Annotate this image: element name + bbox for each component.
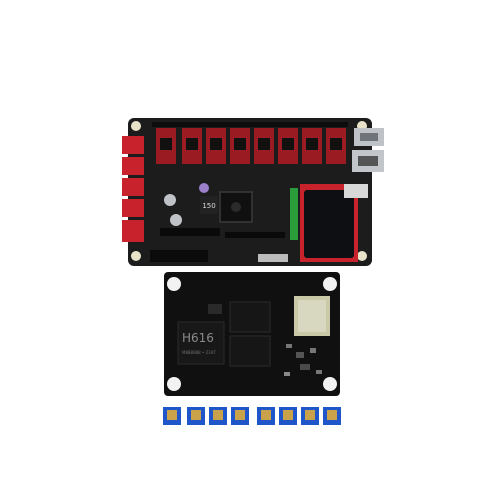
- mounting-hole: [323, 277, 337, 291]
- inductor: [200, 196, 218, 214]
- stepper-driver: [301, 407, 319, 425]
- mounting-hole: [167, 277, 181, 291]
- inductor-label: 150: [202, 202, 215, 210]
- mounting-hole: [131, 121, 141, 131]
- ram-chip: [229, 335, 271, 367]
- mounting-hole: [357, 251, 367, 261]
- stepper-driver: [163, 407, 181, 425]
- stepper-driver: [209, 407, 227, 425]
- driver-slots: [152, 122, 348, 164]
- soc-chip: [177, 321, 225, 365]
- stepper-drivers: [163, 407, 341, 425]
- mainboard: 150: [122, 118, 384, 266]
- mounting-hole: [131, 251, 141, 261]
- mounting-hole: [167, 377, 181, 391]
- left-connectors: [122, 136, 144, 242]
- stepper-driver: [279, 407, 297, 425]
- capacitor: [199, 183, 209, 193]
- capacitor: [170, 214, 182, 226]
- terminal-block: [290, 188, 298, 240]
- stepper-driver: [323, 407, 341, 425]
- cpu-board: H616 M888888 • 2347: [164, 272, 340, 396]
- lcd-screen: [304, 190, 354, 258]
- capacitor: [164, 194, 176, 206]
- stepper-driver: [231, 407, 249, 425]
- mcu-chip: [219, 191, 253, 223]
- stepper-driver: [187, 407, 205, 425]
- mounting-hole: [323, 377, 337, 391]
- soc-label: H616: [182, 331, 214, 345]
- stepper-driver: [257, 407, 275, 425]
- soc-sublabel: M888888 • 2347: [182, 350, 216, 355]
- ram-chip: [229, 301, 271, 333]
